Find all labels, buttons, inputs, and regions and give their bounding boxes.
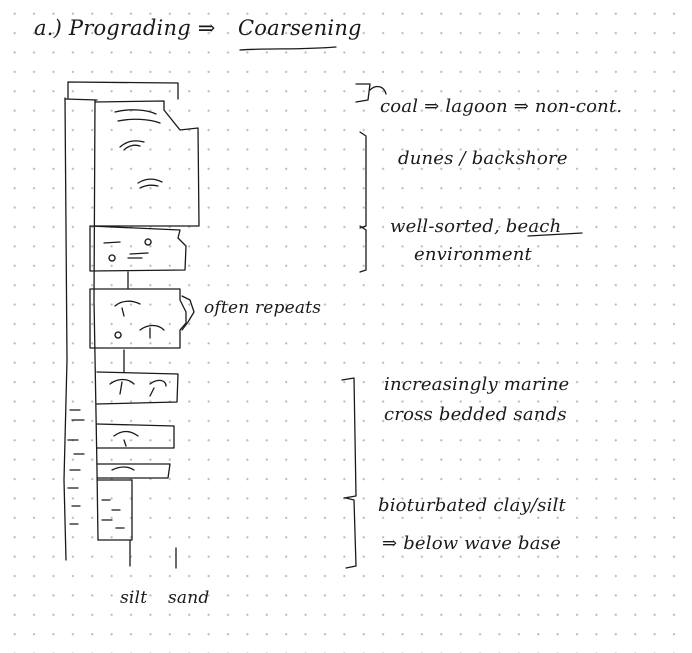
beach-lamina-2 [128,253,148,258]
coarsening-label: Coarsening [238,16,362,40]
marine-bracket [342,378,356,498]
dunes-bracket [360,132,366,228]
dune-crossbeds-2 [138,179,162,188]
mud-flasers [68,410,84,524]
column-top-cap [65,99,97,100]
crossbed-1-marks [110,380,166,397]
beach-block [90,226,186,271]
dune-lamina-1 [115,110,156,114]
coal-bed [68,82,178,99]
bioturbated-annotation: bioturbated clay/silt [378,495,566,516]
wave-base-annotation: ⇒ below wave base [382,533,561,554]
sand-label: sand [168,588,210,608]
coal-arrow-tail [370,87,386,94]
coal-bracket [356,84,370,102]
crossbed-2 [97,424,174,448]
repeat-mark-2 [140,326,164,339]
dunes-annotation: dunes / backshore [398,148,568,169]
beach-bracket [360,226,366,272]
beach-lamina-1 [104,242,120,243]
crossbed-3 [97,464,170,478]
biot-bracket [346,498,356,568]
coarsening-underline [240,47,336,50]
crossbed-3-marks [112,467,134,470]
cross-bedded-annotation: cross bedded sands [384,404,567,425]
marine-annotation: increasingly marine [384,374,569,395]
beach-pebble-1 [145,239,151,245]
environment-annotation: environment [414,244,532,265]
silt-label: silt [120,588,147,608]
prograding-label: Prograding [69,16,191,40]
repeat-mark-1 [115,301,140,316]
page-heading: a.) Prograding ⇒ [34,16,216,40]
dune-lamina-2 [118,119,160,123]
beach-pebble-2 [109,255,115,261]
crossbed-1 [97,372,178,404]
column-inner-edge [94,100,98,540]
dune-crossbeds-1 [120,141,144,150]
sorted-annotation: well-sorted, beach [390,216,561,237]
crossbed-2-marks [114,432,138,447]
part-label: a.) [34,16,62,40]
repeat-block [90,289,186,348]
column-left-edge [64,98,67,560]
mud-laminae [102,500,124,528]
coal-annotation: coal ⇒ lagoon ⇒ non-cont. [380,96,622,117]
repeats-annotation: often repeats [204,298,321,318]
arrow-icon: ⇒ [198,16,216,40]
repeat-pebble [115,332,121,338]
